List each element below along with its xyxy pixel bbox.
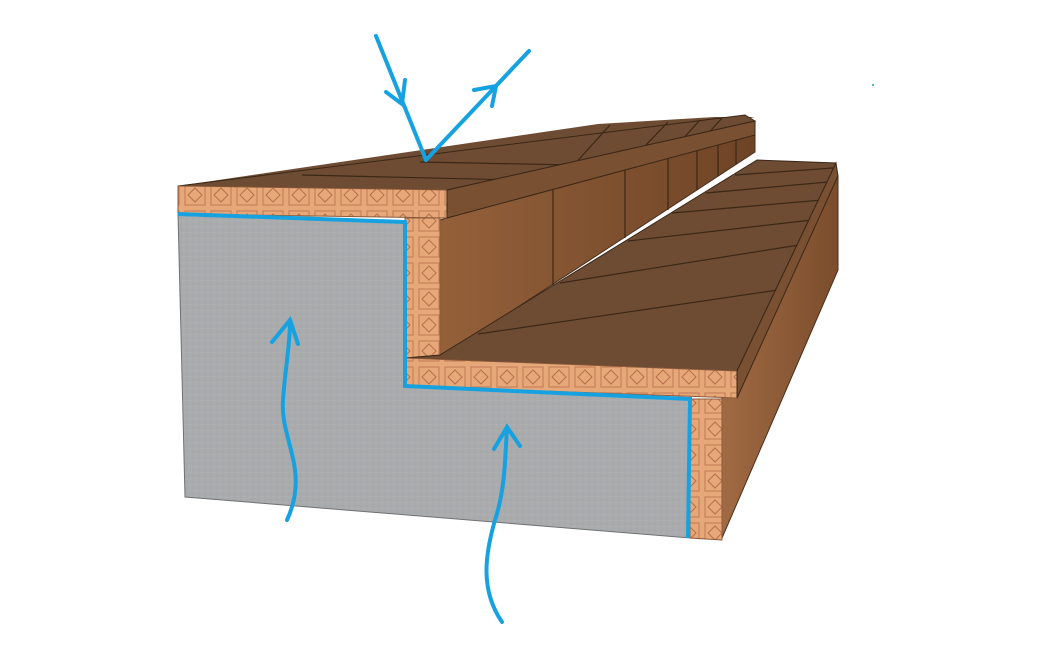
speck-mark: [872, 84, 874, 86]
upper-tread-right-face: [446, 120, 756, 219]
waterproof-membrane: [177, 212, 693, 539]
rising-moisture-arrow-left: [270, 315, 300, 522]
lower-tread-grout-lines: [477, 167, 834, 335]
riser-tile-strip: [404, 217, 441, 359]
rising-moisture-arrow-right: [484, 423, 522, 624]
upper-tread-nosing: [177, 185, 448, 219]
incoming-water-arrow: [374, 34, 428, 162]
adhesive-layer: [689, 398, 723, 541]
lower-tread-right-face: [736, 161, 839, 399]
reflected-water-arrow: [424, 49, 531, 162]
